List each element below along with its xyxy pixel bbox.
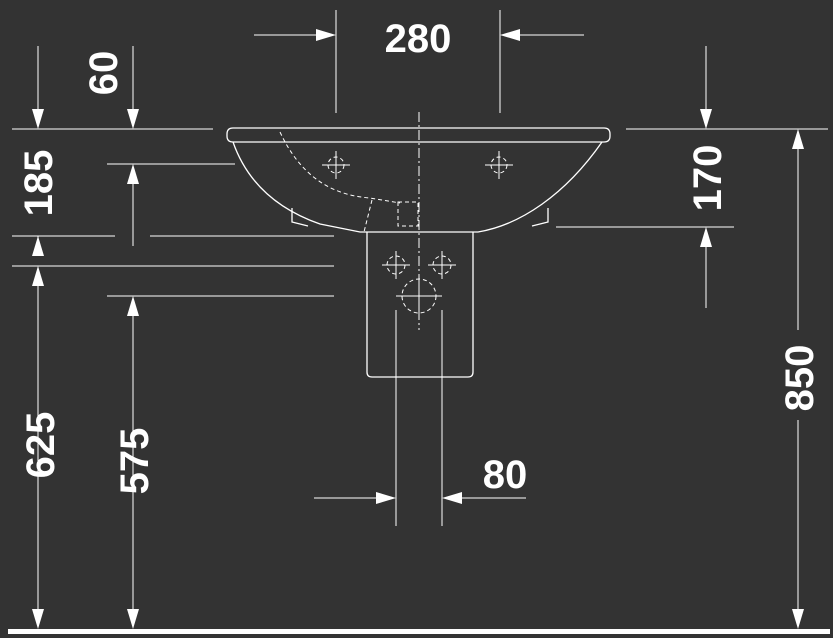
tap-hole-right xyxy=(485,151,513,179)
label-80: 80 xyxy=(483,453,528,497)
drain-tail xyxy=(363,199,373,233)
floor-line xyxy=(8,629,830,634)
label-170: 170 xyxy=(686,145,730,212)
dimension-170 xyxy=(556,46,828,308)
label-185: 185 xyxy=(17,150,61,217)
dimension-60 xyxy=(12,46,213,130)
basin-bowl xyxy=(232,141,603,233)
tap-hole-left xyxy=(322,151,350,179)
dimension-280 xyxy=(254,10,584,113)
drain-outlet xyxy=(397,201,419,227)
dimension-625 xyxy=(12,265,334,629)
dimension-80 xyxy=(314,492,526,504)
basin-rim xyxy=(226,127,611,143)
dimension-185 xyxy=(12,163,334,256)
dimension-850 xyxy=(792,129,804,629)
basin-inner-hidden xyxy=(279,131,401,204)
label-575: 575 xyxy=(113,428,157,495)
basin-bowl-right-inner xyxy=(531,208,549,227)
label-625: 625 xyxy=(19,412,63,479)
pedestal xyxy=(366,232,474,378)
label-850: 850 xyxy=(778,345,822,412)
basin-bowl-left-inner xyxy=(291,208,309,227)
label-60: 60 xyxy=(82,51,126,96)
pedestal-outline xyxy=(366,232,474,378)
washbasin xyxy=(226,127,611,233)
dimension-575 xyxy=(107,295,334,629)
label-280: 280 xyxy=(385,17,452,61)
